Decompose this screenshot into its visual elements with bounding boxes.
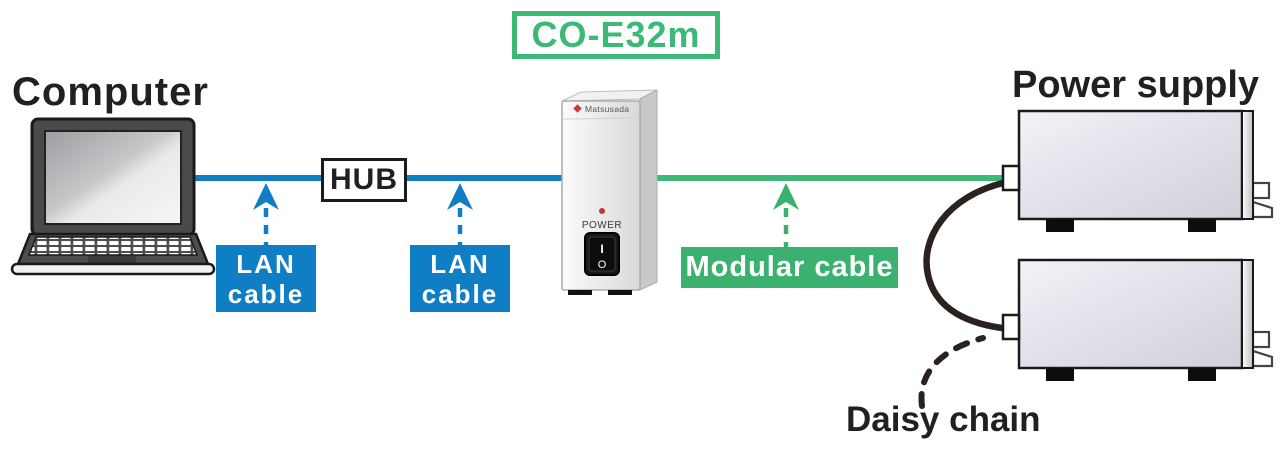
power-supply-label: Power supply <box>1012 64 1260 106</box>
converter-device-illustration: Matsusada POWER I O <box>561 89 658 295</box>
switch-off-label: O <box>598 259 607 271</box>
lan-cable-1-line1: LAN <box>236 248 296 279</box>
lan-cable-label-1: LAN cable <box>216 245 316 312</box>
modular-arrow-icon <box>773 183 799 248</box>
laptop-illustration <box>10 117 216 276</box>
daisy-chain-label: Daisy chain <box>846 400 1041 439</box>
modular-cable-label: Modular cable <box>681 247 898 288</box>
model-badge-text: CO-E32m <box>531 14 701 55</box>
lan-arrow-1-icon <box>253 183 279 246</box>
device-power-label: POWER <box>582 220 622 231</box>
power-switch: I O <box>584 232 620 276</box>
hub-box: HUB <box>321 158 407 202</box>
daisy-chain-cable <box>923 178 1011 332</box>
switch-on-label: I <box>600 242 603 256</box>
power-led-icon <box>599 208 605 214</box>
lan-arrow-2-icon <box>447 183 473 246</box>
modular-cable-text: Modular cable <box>685 251 894 283</box>
hub-label: HUB <box>330 163 398 196</box>
power-supply-2-illustration <box>1001 258 1274 381</box>
lan-cable-2-line1: LAN <box>430 248 490 279</box>
device-brand-label: Matsusada <box>585 104 629 114</box>
daisy-chain-pointer <box>918 335 986 409</box>
model-badge: CO-E32m <box>512 11 720 59</box>
computer-label: Computer <box>12 70 209 114</box>
lan-cable-2-line2: cable <box>421 278 499 309</box>
power-supply-1-illustration <box>1001 109 1274 232</box>
lan-cable-1-line2: cable <box>227 278 305 309</box>
lan-cable-label-2: LAN cable <box>410 245 510 312</box>
